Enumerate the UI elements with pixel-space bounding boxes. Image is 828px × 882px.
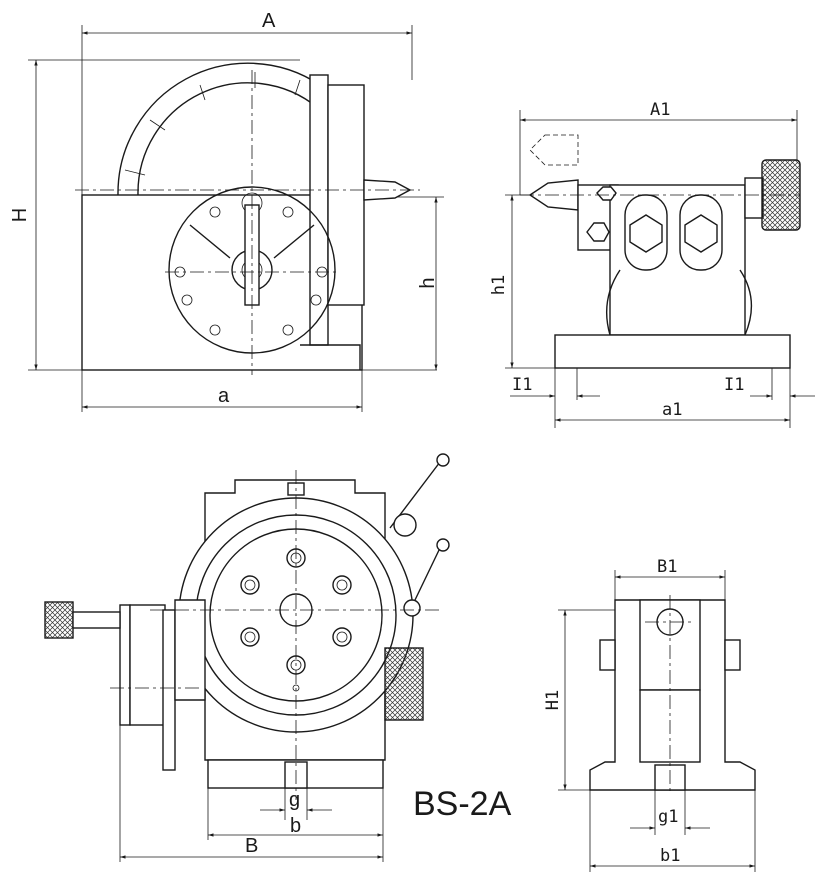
label-h: h — [417, 277, 439, 288]
label-l1-left: I1 — [512, 375, 532, 395]
model-name: BS-2A — [413, 785, 512, 823]
label-B: B — [245, 835, 258, 857]
label-l1-right: I1 — [724, 375, 744, 395]
label-H1: H1 — [543, 690, 563, 710]
front-view: g b B — [44, 453, 450, 862]
side-view: A H h a — [9, 10, 444, 412]
label-A: A — [262, 10, 276, 32]
label-A1: A1 — [650, 100, 670, 120]
label-g1: g1 — [658, 807, 678, 827]
label-a1: a1 — [662, 400, 682, 420]
label-b1: b1 — [660, 846, 680, 866]
label-B1: B1 — [657, 557, 677, 577]
label-H: H — [9, 208, 31, 222]
tailstock-end-view: B1 H1 g1 b1 — [543, 557, 756, 872]
label-a: a — [218, 385, 230, 407]
tailstock-side-view: A1 h1 I1 I1 a1 — [489, 100, 815, 428]
label-g: g — [289, 789, 300, 811]
label-h1: h1 — [489, 275, 509, 295]
label-b: b — [290, 815, 301, 837]
